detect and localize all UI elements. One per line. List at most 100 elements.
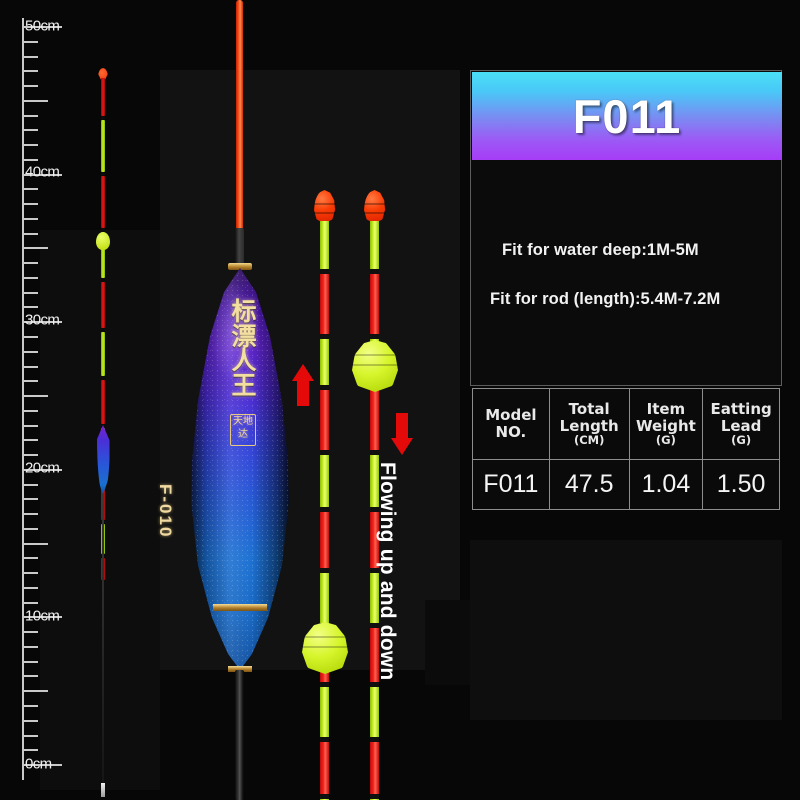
header-line1: Total xyxy=(568,399,610,418)
antenna-segment xyxy=(370,687,379,737)
ruler-label-20cm: 20cm xyxy=(25,459,60,477)
ruler-tick-major xyxy=(22,173,62,176)
ruler-tick-minor xyxy=(22,380,38,383)
ruler-tick-minor xyxy=(22,232,38,235)
float-bead xyxy=(96,232,110,250)
main-float: 标漂人王 天地达 xyxy=(180,0,300,800)
up-arrow-icon xyxy=(292,364,314,406)
bead-seam xyxy=(302,646,348,648)
ruler-tick-minor xyxy=(22,365,38,368)
ruler-tick-minor xyxy=(22,424,38,427)
ruler-tick-minor xyxy=(22,749,38,752)
ruler-tick-minor xyxy=(22,291,38,294)
antenna-segment xyxy=(320,390,329,450)
antenna-bulb-icon xyxy=(313,190,336,224)
value-item-weight: 1.04 xyxy=(628,459,704,510)
antenna-segment xyxy=(320,339,329,385)
antenna-segment xyxy=(320,742,329,794)
ruler-tick-minor xyxy=(22,129,38,132)
ruler-tick-minor xyxy=(22,336,38,338)
antenna-segment xyxy=(370,623,379,628)
ruler-label-0cm: 0cm xyxy=(25,755,52,773)
sliding-bead-low xyxy=(302,622,348,674)
antenna-segment xyxy=(101,232,105,278)
arrow-shaft xyxy=(297,379,309,406)
flowing-caption: Flowing up and down xyxy=(376,462,399,681)
antenna-segment xyxy=(320,568,329,573)
ruler-tick-minor xyxy=(22,55,38,58)
ruler-tick-minor xyxy=(22,631,38,634)
ruler-tick-minor xyxy=(22,350,38,353)
antenna-segment xyxy=(370,450,379,455)
ruler-tick-minor xyxy=(22,601,38,604)
antenna-segment xyxy=(370,742,379,794)
header-model-no: Model NO. xyxy=(472,388,550,460)
antenna-segment xyxy=(101,78,105,116)
header-line2: Length xyxy=(559,416,619,435)
ruler-tick-minor xyxy=(22,114,38,117)
antenna-segment xyxy=(320,682,329,687)
antenna-segment xyxy=(370,390,379,450)
ruler-label-50cm: 50cm xyxy=(25,17,60,35)
bulb-seam xyxy=(313,212,336,214)
antenna-segment xyxy=(101,116,105,120)
ruler-tick-minor xyxy=(22,586,38,589)
antenna-segment xyxy=(370,628,379,682)
main-float-neck xyxy=(235,228,244,266)
sliding-bead-high xyxy=(352,340,398,392)
antenna-segment xyxy=(370,682,379,687)
antenna-segment xyxy=(101,172,105,176)
float-body-small xyxy=(96,425,110,495)
spec-line-water-depth: Fit for water deep:1M-5M xyxy=(502,241,699,259)
antenna-segment xyxy=(101,332,105,376)
ruler-tick-mid xyxy=(22,395,48,397)
header-item-weight: Item Weight (G) xyxy=(628,388,704,460)
main-float-antenna xyxy=(236,0,243,232)
header-eatting-lead: Eatting Lead (G) xyxy=(702,388,780,460)
brand-seal-stamp: 天地达 xyxy=(230,414,256,446)
antenna-segment xyxy=(320,334,329,339)
ruler-tick-minor xyxy=(22,557,38,560)
body-model-code: F-010 xyxy=(156,484,175,539)
ruler-tick-minor xyxy=(22,572,38,575)
arrow-head xyxy=(292,364,314,381)
ruler-tick-mid xyxy=(22,690,48,693)
ruler-tick-minor xyxy=(22,439,38,442)
ruler-tick-minor xyxy=(22,409,38,412)
main-float-gold-ring-mid xyxy=(213,604,267,611)
header-line1: Model xyxy=(485,406,537,425)
main-float-gold-ring-bottom xyxy=(228,666,252,672)
main-float-gold-ring-top xyxy=(228,263,252,270)
antenna-segment xyxy=(320,794,329,799)
ruler-tick-major xyxy=(22,321,62,324)
ruler-tick-major xyxy=(22,468,62,471)
ruler-tick-major xyxy=(22,26,62,28)
ruler-tick-minor xyxy=(22,188,38,191)
antenna-segment xyxy=(320,274,329,334)
ruler-tick-minor xyxy=(22,454,38,456)
antenna-segment xyxy=(320,687,329,737)
header-total-length: Total Length (CM) xyxy=(548,388,630,460)
info-panel-frame: F011 Fit for water deep:1M-5M Fit for ro… xyxy=(470,70,782,386)
ruler-label-40cm: 40cm xyxy=(25,163,60,181)
bead-seam xyxy=(302,636,348,638)
antenna-segment xyxy=(320,221,329,269)
antenna-segment xyxy=(370,221,379,269)
down-arrow-icon xyxy=(391,413,413,455)
model-banner: F011 xyxy=(472,72,782,160)
antenna-segment xyxy=(320,455,329,507)
ruler-tick-minor xyxy=(22,306,38,309)
antenna-segment xyxy=(320,512,329,568)
ruler-tick-minor xyxy=(22,144,38,147)
antenna-segment xyxy=(370,573,379,623)
antenna-segment xyxy=(320,737,329,742)
ruler-label-10cm: 10cm xyxy=(25,607,60,625)
ruler-tick-mid xyxy=(22,542,48,545)
antenna-segment xyxy=(370,334,379,339)
antenna-segment xyxy=(370,455,379,507)
arrow-head xyxy=(391,438,413,455)
ruler-tick-minor xyxy=(22,675,38,678)
antenna-segment xyxy=(101,328,105,332)
antenna-stick-left xyxy=(313,190,336,800)
